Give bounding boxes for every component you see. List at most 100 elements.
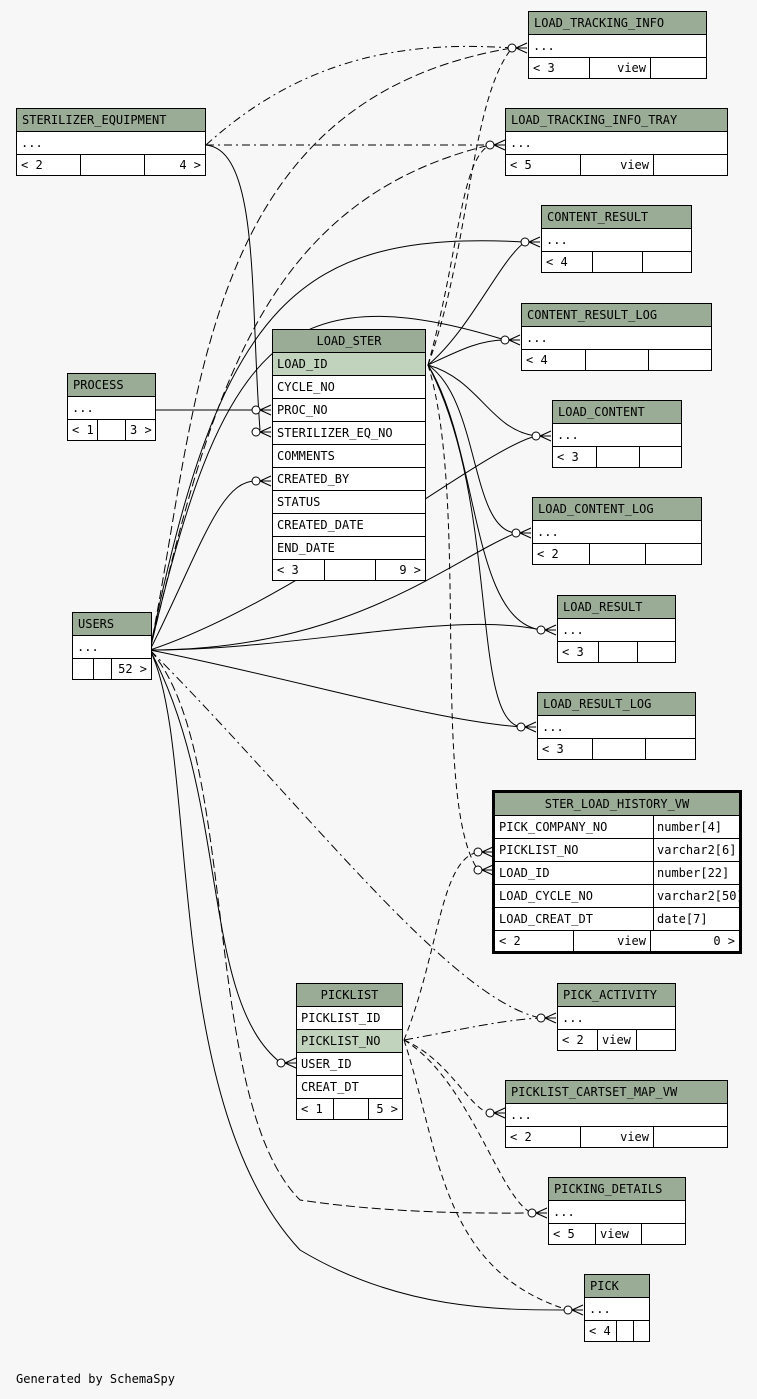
children-count[interactable] bbox=[638, 642, 675, 662]
table-pick-activity[interactable]: PICK_ACTIVITY ... < 2 view bbox=[557, 983, 676, 1051]
children-count[interactable] bbox=[634, 1321, 649, 1341]
rel-picklist-ster-load-history-vw bbox=[403, 851, 479, 1041]
marker-picklist-cartset bbox=[485, 1107, 506, 1119]
children-count[interactable] bbox=[646, 739, 695, 759]
parents-count[interactable]: < 2 bbox=[506, 1127, 581, 1147]
table-content-result[interactable]: CONTENT_RESULT ... < 4 bbox=[541, 205, 692, 273]
parents-count[interactable]: < 1 bbox=[297, 1099, 334, 1119]
column-status[interactable]: STATUS bbox=[273, 491, 425, 514]
table-type: view bbox=[598, 1030, 637, 1050]
marker-pick bbox=[563, 1304, 584, 1316]
table-process[interactable]: PROCESS ... < 1 3 > bbox=[67, 373, 156, 441]
rel-picklist-picking-details bbox=[403, 1039, 533, 1214]
table-title: PICK bbox=[585, 1275, 649, 1298]
children-count[interactable] bbox=[640, 447, 681, 467]
table-picking-details[interactable]: PICKING_DETAILS ... < 5 view bbox=[548, 1177, 686, 1245]
parents-count[interactable]: < 5 bbox=[549, 1224, 596, 1244]
children-count[interactable]: 9 > bbox=[399, 563, 421, 577]
table-load-ster[interactable]: LOAD_STER LOAD_ID CYCLE_NO PROC_NO STERI… bbox=[272, 329, 426, 581]
marker-load-ster-proc bbox=[251, 404, 272, 416]
column-type: number[4] bbox=[657, 820, 723, 834]
parents-count[interactable]: < 2 bbox=[495, 931, 574, 951]
table-load-result[interactable]: LOAD_RESULT ... < 3 bbox=[557, 595, 676, 663]
column-load-id[interactable]: LOAD_ID bbox=[273, 353, 425, 376]
children-count[interactable]: 3 > bbox=[130, 423, 152, 437]
table-picklist[interactable]: PICKLIST PICKLIST_ID PICKLIST_NO USER_ID… bbox=[296, 983, 403, 1120]
table-load-content[interactable]: LOAD_CONTENT ... < 3 bbox=[552, 400, 682, 468]
parents-count[interactable] bbox=[73, 659, 94, 679]
column-created-by[interactable]: CREATED_BY bbox=[273, 468, 425, 491]
column-created-date[interactable]: CREATED_DATE bbox=[273, 514, 425, 537]
table-footer: < 4 bbox=[585, 1321, 649, 1341]
marker-ster-load-history-load bbox=[473, 864, 494, 876]
column-placeholder: ... bbox=[538, 716, 695, 739]
table-title: PICKLIST bbox=[297, 984, 402, 1007]
table-load-content-log[interactable]: LOAD_CONTENT_LOG ... < 2 bbox=[532, 497, 702, 565]
children-count[interactable]: 0 > bbox=[713, 934, 735, 948]
rel-users-load-result-log bbox=[149, 649, 522, 728]
table-content-result-log[interactable]: CONTENT_RESULT_LOG ... < 4 bbox=[521, 303, 712, 371]
column-placeholder: ... bbox=[558, 1007, 675, 1030]
children-count[interactable]: 4 > bbox=[179, 158, 201, 172]
children-count[interactable] bbox=[649, 350, 711, 370]
children-count[interactable] bbox=[654, 1127, 727, 1147]
children-count[interactable] bbox=[637, 1030, 675, 1050]
parents-count[interactable]: < 4 bbox=[585, 1321, 617, 1341]
table-title: PROCESS bbox=[68, 374, 155, 397]
table-ster-load-history-vw[interactable]: STER_LOAD_HISTORY_VW PICK_COMPANY_NO num… bbox=[492, 790, 742, 954]
parents-count[interactable]: < 4 bbox=[542, 252, 593, 272]
column-sterilizer-eq-no[interactable]: STERILIZER_EQ_NO bbox=[273, 422, 425, 445]
rel-users-load-tracking-info bbox=[149, 47, 513, 651]
column-proc-no[interactable]: PROC_NO bbox=[273, 399, 425, 422]
column-row[interactable]: PICK_COMPANY_NO number[4] bbox=[495, 816, 739, 839]
column-user-id[interactable]: USER_ID bbox=[297, 1053, 402, 1076]
column-picklist-id[interactable]: PICKLIST_ID bbox=[297, 1007, 402, 1030]
column-cycle-no[interactable]: CYCLE_NO bbox=[273, 376, 425, 399]
table-sterilizer-equipment[interactable]: STERILIZER_EQUIPMENT ... < 2 4 > bbox=[16, 108, 206, 176]
table-load-tracking-info-tray[interactable]: LOAD_TRACKING_INFO_TRAY ... < 5 view bbox=[505, 108, 728, 176]
column-creat-dt[interactable]: CREAT_DT bbox=[297, 1076, 402, 1099]
parents-count[interactable]: < 3 bbox=[558, 642, 599, 662]
column-placeholder: ... bbox=[529, 35, 706, 58]
table-footer: < 5 view bbox=[506, 155, 727, 175]
parents-count[interactable]: < 2 bbox=[558, 1030, 598, 1050]
table-load-result-log[interactable]: LOAD_RESULT_LOG ... < 3 bbox=[537, 692, 696, 760]
table-type: view bbox=[590, 58, 651, 78]
table-type bbox=[94, 659, 112, 679]
children-count[interactable] bbox=[654, 155, 727, 175]
parents-count[interactable]: < 3 bbox=[553, 447, 597, 467]
parents-count[interactable]: < 5 bbox=[506, 155, 581, 175]
column-row[interactable]: LOAD_CREAT_DT date[7] bbox=[495, 908, 739, 931]
column-comments[interactable]: COMMENTS bbox=[273, 445, 425, 468]
parents-count[interactable]: < 2 bbox=[533, 544, 590, 564]
children-count[interactable] bbox=[643, 252, 691, 272]
column-placeholder: ... bbox=[17, 132, 205, 155]
parents-count[interactable]: < 1 bbox=[68, 420, 98, 440]
children-count[interactable] bbox=[651, 58, 706, 78]
table-footer: < 4 bbox=[522, 350, 711, 370]
table-pick[interactable]: PICK ... < 4 bbox=[584, 1274, 650, 1342]
children-count[interactable]: 5 > bbox=[376, 1102, 398, 1116]
children-count[interactable]: 52 > bbox=[118, 662, 147, 676]
parents-count[interactable]: < 3 bbox=[529, 58, 590, 78]
column-type: varchar2[50] bbox=[657, 889, 739, 903]
parents-count[interactable]: < 3 bbox=[273, 560, 325, 580]
column-row[interactable]: LOAD_CYCLE_NO varchar2[50] bbox=[495, 885, 739, 908]
table-type bbox=[593, 739, 646, 759]
table-type bbox=[586, 350, 649, 370]
column-end-date[interactable]: END_DATE bbox=[273, 537, 425, 560]
column-row[interactable]: PICKLIST_NO varchar2[6] bbox=[495, 839, 739, 862]
table-load-tracking-info[interactable]: LOAD_TRACKING_INFO ... < 3 view bbox=[528, 11, 707, 79]
parents-count[interactable]: < 4 bbox=[522, 350, 586, 370]
parents-count[interactable]: < 2 bbox=[17, 155, 81, 175]
column-picklist-no[interactable]: PICKLIST_NO bbox=[297, 1030, 402, 1053]
table-picklist-cartset-map-vw[interactable]: PICKLIST_CARTSET_MAP_VW ... < 2 view bbox=[505, 1080, 728, 1148]
children-count[interactable] bbox=[646, 544, 701, 564]
rel-users-load-tracking-info-tray bbox=[149, 144, 491, 651]
table-footer: < 1 3 > bbox=[68, 420, 155, 440]
children-count[interactable] bbox=[642, 1224, 685, 1244]
column-row[interactable]: LOAD_ID number[22] bbox=[495, 862, 739, 885]
parents-count[interactable]: < 3 bbox=[538, 739, 593, 759]
marker-load-content bbox=[531, 430, 552, 442]
table-users[interactable]: USERS ... 52 > bbox=[72, 612, 152, 680]
